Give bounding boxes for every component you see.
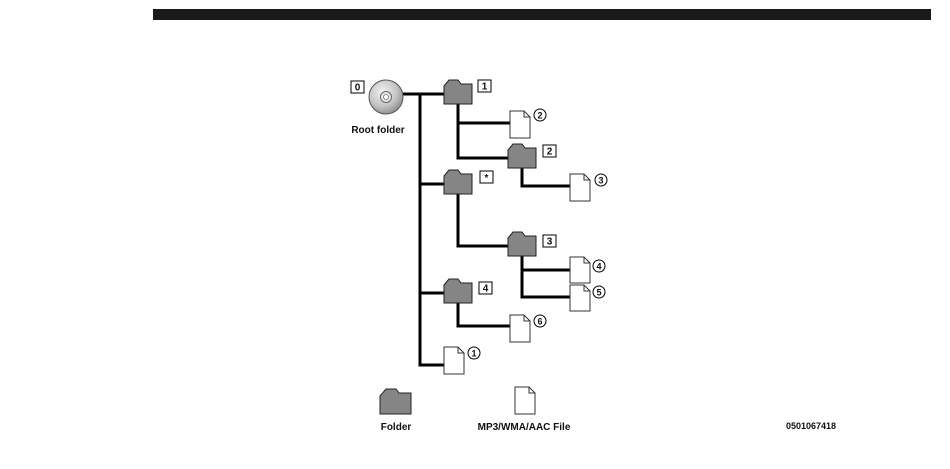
connector-folder-2 [458, 123, 508, 158]
root-folder-label: Root folder [351, 125, 404, 136]
file-5-number: 5 [596, 288, 601, 298]
legend-folder-label: Folder [381, 422, 412, 433]
connector-file-2 [458, 104, 510, 123]
file-icon [510, 315, 530, 342]
figure-id: 0501067418 [786, 421, 836, 431]
file-icon [570, 285, 590, 311]
file-icon [510, 111, 530, 138]
root-number: 0 [355, 83, 361, 94]
folder-icon [508, 144, 536, 168]
folder-2-number: 2 [547, 147, 553, 158]
connector-file-5 [522, 270, 570, 297]
connector-file-6 [458, 303, 510, 326]
folder-3-number: 3 [547, 237, 553, 248]
folder-icon [444, 170, 472, 194]
legend-folder-icon [380, 389, 411, 414]
file-4-number: 4 [596, 262, 601, 272]
connector-file-4 [522, 256, 570, 270]
file-1-number: 1 [471, 349, 476, 359]
folder-star-number: * [485, 173, 489, 184]
file-2-number: 2 [537, 111, 542, 121]
legend-file-label: MP3/WMA/AAC File [478, 422, 571, 433]
connector-folder-3 [458, 194, 508, 246]
file-icon [444, 347, 464, 374]
folder-icon [444, 279, 472, 303]
connector-main-trunk [420, 94, 444, 365]
file-3-number: 3 [598, 176, 603, 186]
legend-file-icon [515, 387, 535, 414]
connector-file-3 [522, 168, 570, 186]
folder-1-number: 1 [482, 82, 488, 93]
folder-4-number: 4 [483, 284, 489, 295]
file-icon [570, 257, 590, 283]
folder-icon [508, 232, 536, 256]
file-icon [570, 174, 590, 201]
file-6-number: 6 [537, 317, 542, 327]
root-disc-icon [369, 80, 403, 114]
folder-icon [444, 80, 472, 104]
